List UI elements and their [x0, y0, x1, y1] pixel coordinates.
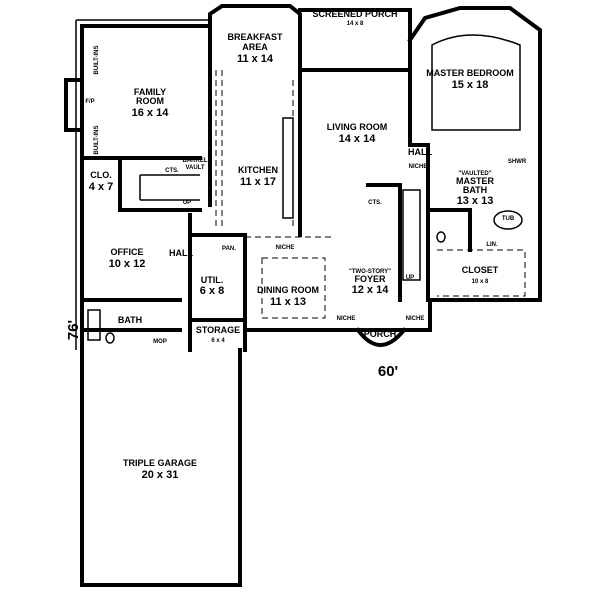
- built-ins-label: BUILT-INS: [94, 46, 100, 75]
- closet-label: CLOSET: [462, 265, 499, 275]
- porch-label: PORCH: [364, 329, 397, 339]
- hall-label: HALL: [408, 147, 432, 157]
- closet-small-label: CLO.: [90, 170, 112, 180]
- tub-icon: [493, 210, 523, 230]
- interior-walls: [80, 24, 526, 352]
- family-room-size: 16 x 14: [132, 107, 170, 119]
- office-label: OFFICE: [111, 247, 144, 257]
- width-dimension: 60': [378, 363, 398, 380]
- utility-size: 6 x 8: [200, 285, 224, 297]
- kitchen-counter: [282, 117, 294, 219]
- cts-label: CTS.: [165, 168, 179, 174]
- storage-size: 6 x 4: [211, 338, 225, 344]
- barrel-vault-label-2: VAULT: [185, 165, 204, 171]
- living-room-label: LIVING ROOM: [327, 122, 388, 132]
- dining-room-label: DINING ROOM: [257, 285, 319, 295]
- office-size: 10 x 12: [109, 258, 146, 270]
- bathtub-icon: [87, 309, 101, 341]
- hall-label-2: HALL: [169, 248, 193, 258]
- breakfast-size: 11 x 14: [237, 53, 274, 65]
- master-bedroom-label: MASTER BEDROOM: [426, 68, 514, 78]
- master-bedroom-size: 15 x 18: [452, 79, 489, 91]
- barrel-vault-label: BARREL: [183, 158, 208, 164]
- screened-porch-size: 14 x 8: [347, 21, 364, 27]
- pantry-label: PAN.: [222, 246, 236, 252]
- niche-label-3: NICHE: [337, 316, 356, 322]
- utility-label: UTIL.: [201, 275, 224, 285]
- annotation-labels: BUILT-INS BUILT-INS F/P BARREL VAULT CTS…: [85, 46, 526, 345]
- family-room-label: FAMILY: [134, 87, 166, 97]
- linen-label: LIN.: [486, 242, 498, 248]
- cts-label-2: CTS.: [368, 200, 382, 206]
- toilet-icon: [105, 332, 115, 344]
- master-bath-label-2: BATH: [463, 185, 487, 195]
- foyer-size: 12 x 14: [352, 284, 390, 296]
- garage-label: TRIPLE GARAGE: [123, 458, 197, 468]
- foyer-note: "TWO-STORY": [349, 269, 391, 275]
- bath-label: BATH: [118, 315, 142, 325]
- tub-label: TUB: [502, 216, 515, 222]
- up-label: UP: [183, 200, 191, 206]
- screened-porch-label: SCREENED PORCH: [312, 9, 397, 19]
- kitchen-size: 11 x 17: [240, 176, 276, 188]
- storage-label: STORAGE: [196, 325, 240, 335]
- closet-small-size: 4 x 7: [89, 181, 113, 193]
- kitchen-label: KITCHEN: [238, 165, 278, 175]
- fixtures: [87, 117, 523, 344]
- family-room-label-2: ROOM: [136, 96, 164, 106]
- master-bath-size: 13 x 13: [457, 195, 494, 207]
- garage-size: 20 x 31: [142, 469, 179, 481]
- mop-label: MOP: [153, 339, 167, 345]
- niche-label-4: NICHE: [406, 316, 425, 322]
- up-label-2: UP: [406, 275, 414, 281]
- closet-size: 10 x 8: [472, 279, 489, 285]
- dining-room-size: 11 x 13: [270, 296, 306, 308]
- foyer-label: FOYER: [354, 274, 386, 284]
- living-room-size: 14 x 14: [339, 133, 377, 145]
- room-labels: BREAKFAST AREA 11 x 14 SCREENED PORCH 14…: [89, 9, 514, 481]
- built-ins-label-2: BUILT-INS: [94, 126, 100, 155]
- shower-label: SHWR: [508, 159, 527, 165]
- fireplace-label: F/P: [85, 99, 94, 105]
- master-bath-label: MASTER: [456, 176, 495, 186]
- niche-label-2: NICHE: [276, 245, 295, 251]
- breakfast-label-2: AREA: [242, 42, 268, 52]
- toilet-icon: [436, 231, 446, 243]
- master-bath-note: "VAULTED": [458, 171, 491, 177]
- depth-dimension: 76': [65, 320, 82, 340]
- niche-label: NICHE: [409, 164, 428, 170]
- breakfast-label: BREAKFAST: [227, 32, 283, 42]
